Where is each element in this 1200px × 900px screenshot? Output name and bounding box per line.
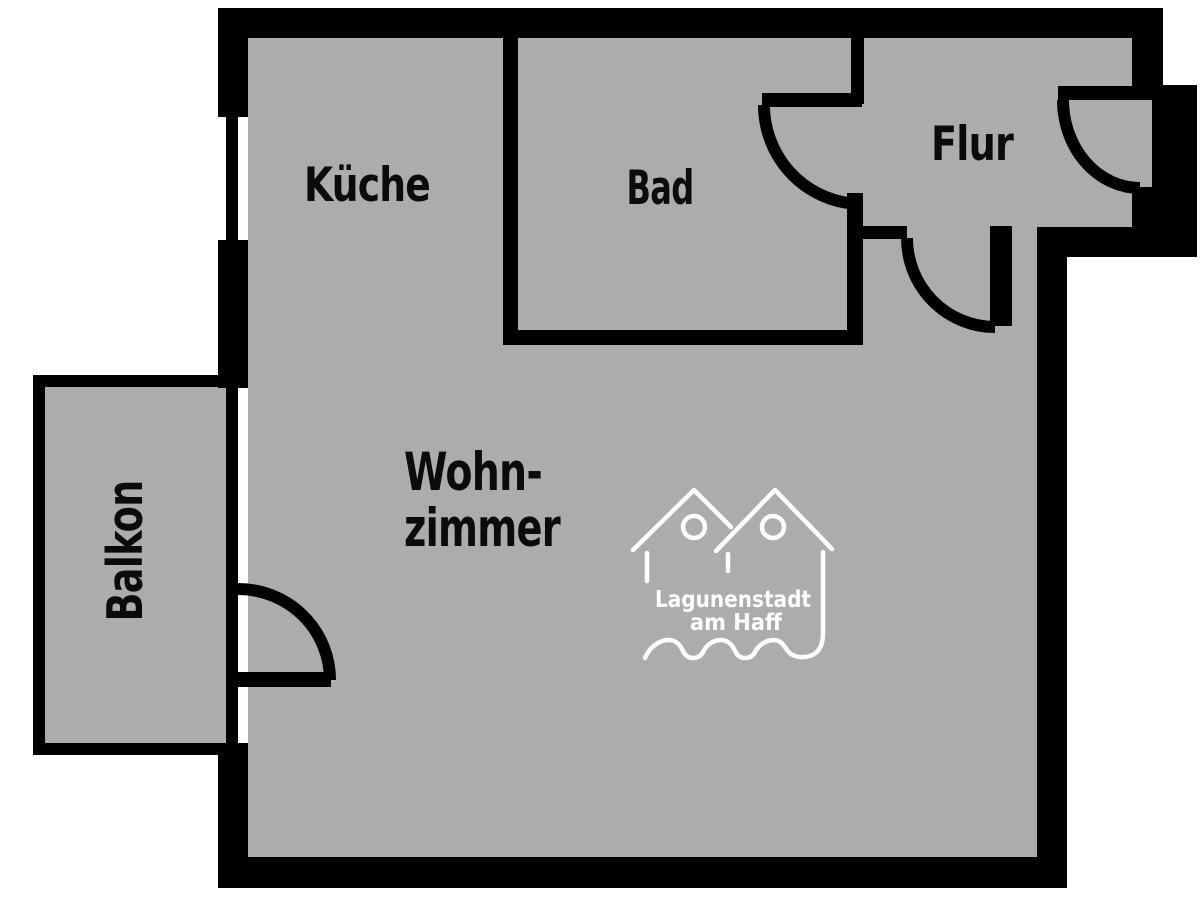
living-room-label-line2: zimmer <box>404 498 561 559</box>
logo-text-group: Lagunenstadt am Haff <box>655 587 811 636</box>
lagunenstadt-logo: Lagunenstadt am Haff <box>630 487 835 661</box>
bottom-wall <box>218 857 1067 888</box>
door-arcs <box>237 99 1141 681</box>
bath-label: Bad <box>627 161 694 216</box>
balcony-bottom-wall <box>33 743 248 755</box>
entry-door-leaf <box>1058 86 1152 100</box>
hall-door-leaf <box>990 226 1012 326</box>
kitchen-bath-divider-wall <box>503 38 518 345</box>
bath-right-wall-lower <box>847 193 863 345</box>
hall-door-arc <box>901 237 996 333</box>
hall-floor-wall-stub <box>863 226 907 239</box>
logo-left-roof-icon <box>630 487 734 553</box>
logo-text-line1: Lagunenstadt <box>655 587 811 613</box>
left-wall-upper <box>218 8 248 117</box>
floor-overlays <box>1132 100 1152 187</box>
right-wall <box>1037 257 1067 888</box>
bath-door-arc <box>758 104 863 210</box>
kitchen-window-wall <box>226 117 238 240</box>
balcony-left-wall <box>33 375 45 755</box>
entry-door-recess-floor <box>1132 100 1152 187</box>
balcony-top-wall <box>33 375 248 387</box>
hall-right-wall-upper <box>1132 38 1163 85</box>
left-wall-mid <box>218 240 248 388</box>
logo-right-window-icon <box>759 513 787 541</box>
balcony-floor <box>45 387 226 743</box>
bath-bottom-wall <box>503 330 863 345</box>
logo-right-roof-icon <box>713 487 835 554</box>
logo-houses-icon <box>630 487 835 661</box>
bath-hall-divider-wall <box>851 38 864 104</box>
bath-door-leaf <box>762 93 862 107</box>
logo-left-window-icon <box>680 513 708 541</box>
living-room-label-line1: Wohn- <box>404 442 542 503</box>
balcony-door-arc <box>237 583 336 681</box>
balcony-label: Balkon <box>97 481 154 622</box>
logo-text-line2: am Haff <box>690 610 782 636</box>
balcony-door-leaf <box>238 672 331 687</box>
balcony-glass-wall <box>226 388 238 743</box>
logo-wave-icon <box>642 549 826 661</box>
top-wall <box>218 8 1163 38</box>
kitchen-label: Küche <box>304 158 430 213</box>
walls <box>33 8 1197 888</box>
hall-label: Flur <box>931 117 1014 172</box>
room-labels: Küche Bad Flur Wohn- zimmer Balkon <box>97 117 1015 622</box>
entry-door-arc <box>1057 99 1141 194</box>
